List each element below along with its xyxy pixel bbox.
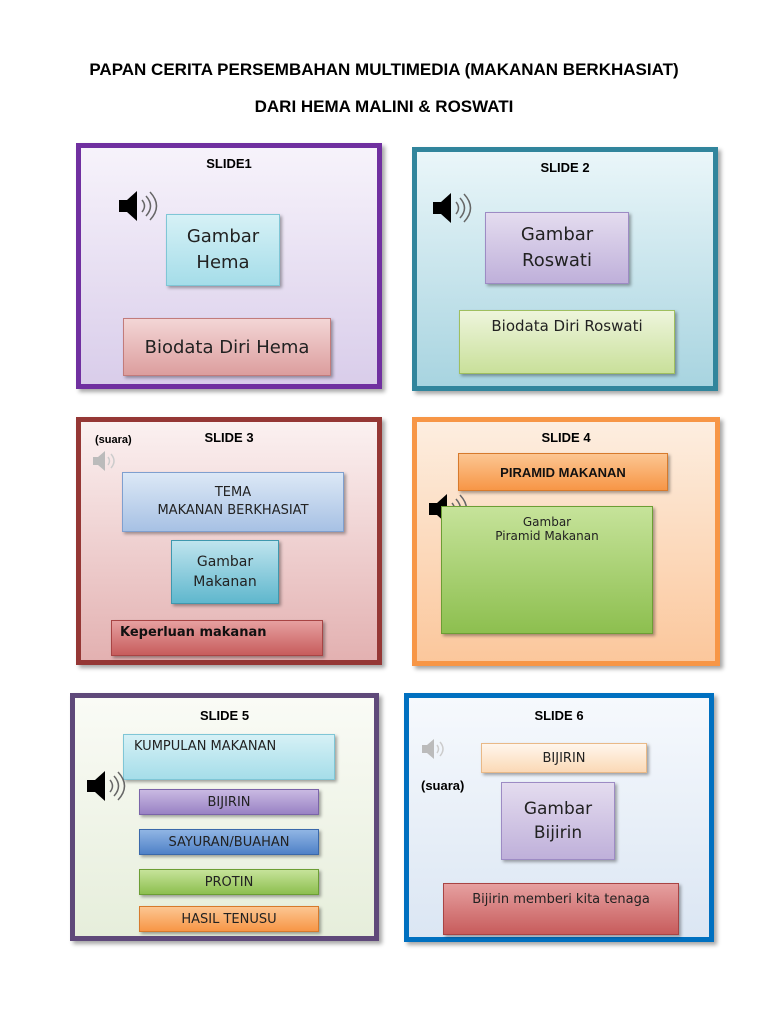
slide-1-bio-box: Biodata Diri Hema	[123, 318, 331, 376]
slide-2-image-box: Gambar Roswati	[485, 212, 629, 284]
slide-5-label: SLIDE 5	[199, 708, 250, 723]
slide-6-image-box: Gambar Bijirin	[501, 782, 615, 860]
slide-5-item-grains: BIJIRIN	[139, 789, 319, 815]
slide-6-sound-label: (suara)	[421, 778, 465, 793]
slide-1-label: SLIDE1	[206, 156, 252, 171]
speaker-icon[interactable]	[117, 189, 161, 223]
slide-6-panel: SLIDE 6 BIJIRIN (suara) Gambar Bijirin B…	[404, 693, 714, 942]
speaker-icon[interactable]	[431, 191, 475, 225]
slide-2-label: SLIDE 2	[540, 160, 590, 175]
slide-4-panel: SLIDE 4 PIRAMID MAKANAN Gambar Piramid M…	[412, 417, 720, 666]
slide-2-panel: SLIDE 2 Gambar Roswati Biodata Diri Rosw…	[412, 147, 718, 391]
slide-4-pyramid-title: PIRAMID MAKANAN	[458, 453, 668, 491]
slide-1-image-box: Gambar Hema	[166, 214, 280, 286]
speaker-muted-icon[interactable]	[92, 450, 120, 472]
slide-3-needs-box: Keperluan makanan	[111, 620, 323, 656]
slide-5-item-dairy: HASIL TENUSU	[139, 906, 319, 932]
slide-3-label: SLIDE 3	[204, 430, 254, 445]
page-subtitle: DARI HEMA MALINI & ROSWATI	[254, 97, 514, 116]
slide-2-bio-box: Biodata Diri Roswati	[459, 310, 675, 374]
slide-5-panel: SLIDE 5 KUMPULAN MAKANAN BIJIRIN SAYURAN…	[70, 693, 379, 941]
slide-5-group-box: KUMPULAN MAKANAN	[123, 734, 335, 780]
slide-3-sound-label: (suara)	[95, 434, 132, 446]
slide-6-grain-box: BIJIRIN	[481, 743, 647, 773]
slide-1-panel: SLIDE1 Gambar Hema Biodata Diri Hema	[76, 143, 382, 389]
slide-4-label: SLIDE 4	[541, 430, 591, 445]
speaker-icon[interactable]	[85, 769, 129, 803]
slide-3-theme-box: TEMA MAKANAN BERKHASIAT	[122, 472, 344, 532]
slide-3-image-box: Gambar Makanan	[171, 540, 279, 604]
speaker-muted-icon[interactable]	[421, 738, 449, 760]
slide-5-item-vegetables-fruits: SAYURAN/BUAHAN	[139, 829, 319, 855]
slide-4-image-box: Gambar Piramid Makanan	[441, 506, 653, 634]
slide-6-caption-box: Bijirin memberi kita tenaga	[443, 883, 679, 935]
page-title: PAPAN CERITA PERSEMBAHAN MULTIMEDIA (MAK…	[89, 60, 679, 79]
slide-3-panel: SLIDE 3 (suara) TEMA MAKANAN BERKHASIAT …	[76, 417, 382, 665]
slide-5-item-protein: PROTIN	[139, 869, 319, 895]
slide-6-label: SLIDE 6	[534, 708, 584, 723]
